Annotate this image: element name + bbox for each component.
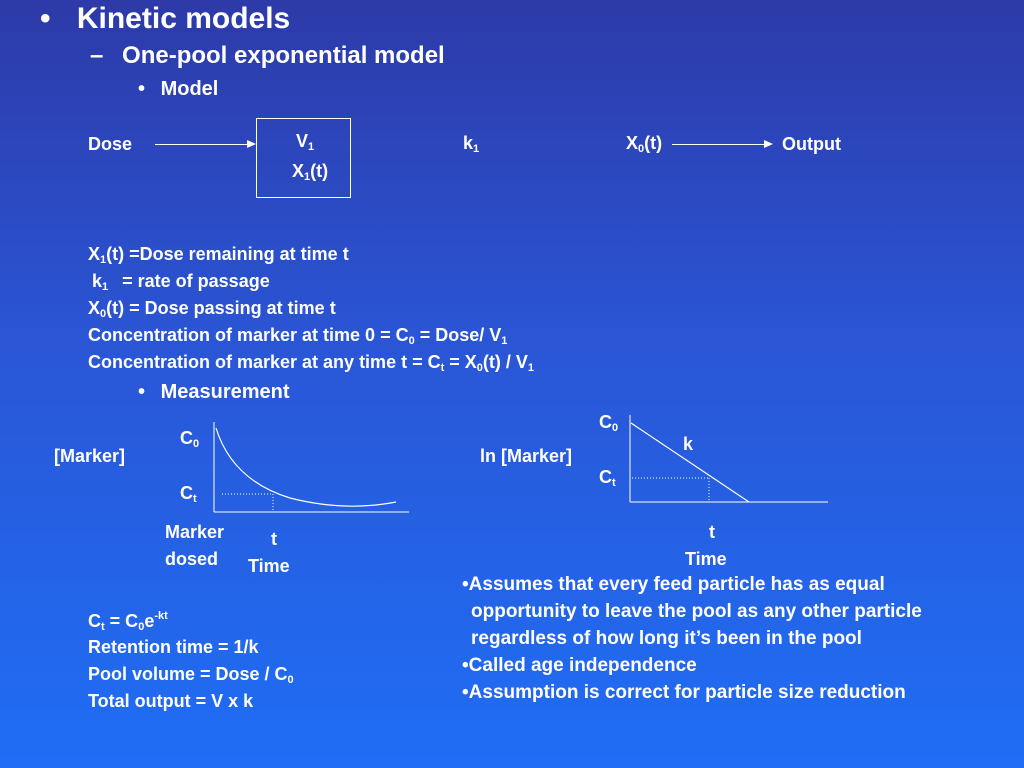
def4-subscript-a: 0 bbox=[408, 335, 415, 347]
def5-subscript-c: 1 bbox=[527, 362, 535, 374]
graph-left-marker-dosed-2: dosed bbox=[165, 549, 219, 569]
def1-subscript: 1 bbox=[100, 254, 107, 266]
def5-subscript-a: t bbox=[440, 362, 445, 374]
graph-right-k-label: k bbox=[683, 434, 694, 454]
assumption-item: •Assumes that every feed particle has as… bbox=[462, 574, 922, 649]
bullet-icon: • bbox=[138, 78, 146, 100]
x1-symbol: X bbox=[292, 161, 305, 181]
graph-left-time-label: Time bbox=[248, 556, 290, 576]
k-subscript: 1 bbox=[473, 143, 480, 155]
def5-text-b: = X bbox=[444, 352, 477, 372]
left-ct-symbol: C bbox=[180, 483, 193, 503]
graph-right-t-label: t bbox=[709, 522, 715, 542]
def5-text-a: Concentration of marker at any time t = … bbox=[88, 352, 441, 372]
def1-symbol: X bbox=[88, 244, 101, 264]
def4-subscript-b: 1 bbox=[501, 335, 508, 347]
def2-symbol: k bbox=[92, 271, 103, 291]
f3-text: Pool volume = Dose / C bbox=[88, 664, 288, 684]
definition-line-5: Concentration of marker at any time t = … bbox=[88, 351, 535, 374]
pool-volume-label: V1 bbox=[296, 130, 315, 153]
dose-label: Dose bbox=[88, 134, 133, 154]
graph-right-linear-decay bbox=[630, 422, 750, 503]
pool-x1-label: X1(t) bbox=[292, 160, 329, 183]
arrow-right-icon bbox=[764, 140, 773, 148]
k-symbol: k bbox=[463, 133, 474, 153]
f1-c0-subscript: 0 bbox=[138, 621, 145, 633]
heading-kinetic-models: Kinetic models bbox=[76, 2, 291, 35]
def4-text-b: = Dose/ V bbox=[414, 325, 502, 345]
measurement-heading: • Measurement bbox=[138, 380, 290, 404]
def1-text: (t) =Dose remaining at time t bbox=[106, 244, 349, 264]
f1-exponent: -kt bbox=[154, 610, 168, 622]
formula-retention-time: Retention time = 1/k bbox=[88, 637, 259, 657]
x0-symbol: X bbox=[626, 133, 639, 153]
pool-box bbox=[256, 118, 351, 198]
f1-c0-symbol: = C bbox=[104, 611, 139, 631]
definition-line-2: k1 = rate of passage bbox=[92, 270, 270, 293]
graph-left-y-label: [Marker] bbox=[54, 446, 126, 466]
definition-line-3: X0(t) = Dose passing at time t bbox=[88, 297, 336, 320]
dose-arrow-line bbox=[155, 144, 247, 145]
right-ct-subscript: t bbox=[612, 477, 616, 489]
def3-subscript: 0 bbox=[100, 308, 107, 320]
v-symbol: V bbox=[296, 131, 309, 151]
heading-level3-model: • Model bbox=[138, 77, 218, 101]
heading-level2: – One-pool exponential model bbox=[90, 42, 445, 70]
x0-tail: (t) bbox=[644, 133, 663, 153]
graph-left-c0-label: C0 bbox=[180, 427, 200, 450]
model-label: Model bbox=[160, 78, 219, 100]
x1-tail: (t) bbox=[310, 161, 329, 181]
graph-right-y-label: ln [Marker] bbox=[480, 446, 573, 466]
assumption-item: •Assumption is correct for particle size… bbox=[462, 682, 906, 703]
measurement-label: Measurement bbox=[160, 381, 290, 403]
graph-left-t-label: t bbox=[271, 529, 277, 549]
graph-right-time-label: Time bbox=[685, 549, 727, 569]
def5-text-c: (t) / V bbox=[482, 352, 528, 372]
right-ct-symbol: C bbox=[599, 467, 612, 487]
formula-total-output: Total output = V x k bbox=[88, 691, 254, 711]
def3-symbol: X bbox=[88, 298, 101, 318]
x0-subscript: 0 bbox=[638, 143, 645, 155]
rate-constant-label: k1 bbox=[463, 132, 480, 155]
graph-left-decay-curve bbox=[215, 427, 397, 507]
graph-right-c0-label: C0 bbox=[599, 411, 619, 434]
right-c0-symbol: C bbox=[599, 412, 612, 432]
def2-subscript: 1 bbox=[102, 281, 109, 293]
dash-icon: – bbox=[90, 42, 104, 69]
f1-ct-symbol: C bbox=[88, 611, 101, 631]
graph-right-ct-label: Ct bbox=[599, 466, 616, 489]
heading-one-pool-model: One-pool exponential model bbox=[122, 42, 445, 69]
f1-e-symbol: e bbox=[144, 611, 155, 631]
assumptions-list: •Assumes that every feed particle has as… bbox=[462, 571, 1002, 706]
left-c0-symbol: C bbox=[180, 428, 193, 448]
left-ct-subscript: t bbox=[193, 493, 197, 505]
def4-text-a: Concentration of marker at time 0 = C bbox=[88, 325, 409, 345]
x1-subscript: 1 bbox=[304, 171, 311, 183]
graph-left-ct-label: Ct bbox=[180, 482, 197, 505]
formula-ct: Ct = C0e-kt bbox=[88, 610, 168, 633]
formula-pool-volume: Pool volume = Dose / C0 bbox=[88, 663, 294, 686]
heading-level1: • Kinetic models bbox=[40, 2, 290, 36]
x0-label: X0(t) bbox=[626, 132, 663, 155]
f3-subscript: 0 bbox=[287, 674, 294, 686]
bullet-icon: • bbox=[138, 381, 146, 403]
graph-left-marker-dosed-1: Marker bbox=[165, 522, 225, 542]
v-subscript: 1 bbox=[308, 141, 315, 153]
assumption-item: •Called age independence bbox=[462, 655, 697, 676]
f1-ct-subscript: t bbox=[101, 621, 105, 633]
def2-text: = rate of passage bbox=[122, 271, 270, 291]
output-arrow-line bbox=[672, 144, 764, 145]
output-label: Output bbox=[782, 134, 841, 154]
right-c0-subscript: 0 bbox=[612, 422, 619, 434]
arrow-right-icon bbox=[247, 140, 256, 148]
definition-line-1: X1(t) =Dose remaining at time t bbox=[88, 243, 349, 266]
definition-line-4: Concentration of marker at time 0 = C0 =… bbox=[88, 324, 508, 347]
def5-subscript-b: 0 bbox=[476, 362, 483, 374]
left-c0-subscript: 0 bbox=[193, 438, 200, 450]
def3-text: (t) = Dose passing at time t bbox=[106, 298, 336, 318]
bullet-icon: • bbox=[40, 2, 51, 35]
